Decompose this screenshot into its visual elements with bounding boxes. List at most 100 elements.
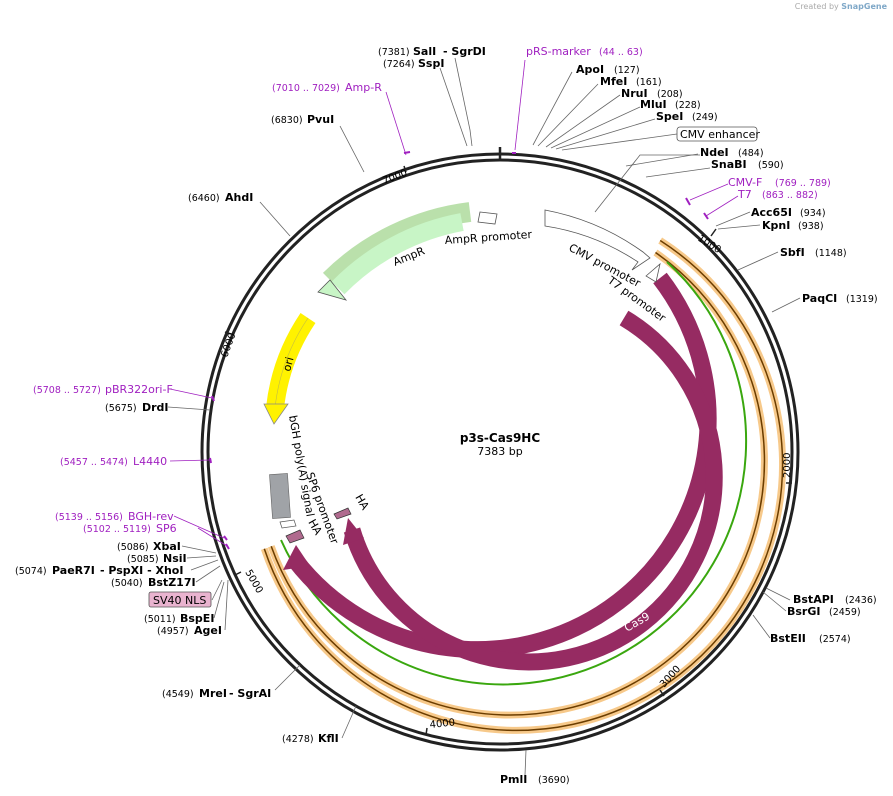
primer-cmv-f[interactable]: CMV-F xyxy=(728,176,762,189)
leader-spei xyxy=(555,118,656,150)
enzyme-pmli[interactable]: PmlI xyxy=(500,773,527,786)
primer-mark-pbr322 xyxy=(211,395,215,402)
primer-t7[interactable]: T7 xyxy=(737,188,752,201)
cmv-enhancer-box[interactable] xyxy=(676,126,758,142)
cds-line-outer xyxy=(263,239,784,732)
enzyme-ahdi[interactable]: AhdI xyxy=(225,191,253,204)
enzyme-pos-sali: (7381) xyxy=(378,47,410,58)
leader-acc65i xyxy=(715,211,751,227)
primer-range-cmv-f: (769 .. 789) xyxy=(775,178,831,189)
primer-range-sp6: (5102 .. 5119) xyxy=(83,524,151,535)
primer-range-l4440: (5457 .. 5474) xyxy=(60,457,128,468)
enzyme-pspxi-xhoi[interactable]: - PspXI - XhoI xyxy=(100,564,183,577)
leader-mfei xyxy=(537,83,599,147)
leader-cmv-enhancer xyxy=(561,133,678,151)
cas9-inner-label: Cas9 xyxy=(589,555,618,582)
bgh-polya-label: bGH poly(A) signal xyxy=(286,414,317,517)
ha-tag-2-shape xyxy=(333,507,352,520)
enzyme-sspi[interactable]: SspI xyxy=(418,57,444,70)
enzyme-paqci[interactable]: PaqCI xyxy=(802,292,837,305)
snapgene-credit: Created by SnapGene xyxy=(795,2,887,11)
leader-nsii xyxy=(186,555,217,559)
tick-2000: 2000 xyxy=(782,453,793,478)
enzyme-bstz17i[interactable]: BstZ17I xyxy=(148,576,196,589)
ampr-promoter-label: AmpR promoter xyxy=(444,228,533,247)
primer-mark-cmvf xyxy=(685,197,691,206)
enzyme-pos-drdi: (5675) xyxy=(105,403,137,414)
enzyme-acc65i[interactable]: Acc65I xyxy=(751,206,792,219)
leader-snabi xyxy=(645,167,711,178)
sp6-promoter-shape xyxy=(279,519,297,529)
primer-l4440[interactable]: L4440 xyxy=(133,455,167,468)
ori-arrowhead xyxy=(263,403,289,425)
enzyme-pos-sspi: (7264) xyxy=(383,59,415,70)
enzyme-sbfi[interactable]: SbfI xyxy=(780,246,805,259)
leader-mlui xyxy=(550,106,641,149)
leader-paer7i xyxy=(190,559,219,571)
enzyme-pos-bsteii: (2574) xyxy=(819,634,851,645)
leader-sali xyxy=(454,57,473,147)
cmv-promoter-arrow xyxy=(544,209,651,271)
enzyme-mfei[interactable]: MfeI xyxy=(600,75,627,88)
enzyme-sgrdi[interactable]: - SgrDI xyxy=(443,45,486,58)
enzyme-pos-paqci: (1319) xyxy=(846,294,878,305)
enzyme-sgrai[interactable]: - SgrAI xyxy=(229,687,271,700)
primer-prs-marker[interactable]: pRS-marker xyxy=(526,45,591,58)
primer-range-pbr322ori-f: (5708 .. 5727) xyxy=(33,385,101,396)
enzyme-paer7i[interactable]: PaeR7I xyxy=(52,564,95,577)
enzyme-snabi[interactable]: SnaBI xyxy=(711,158,747,171)
enzyme-kpni[interactable]: KpnI xyxy=(762,219,790,232)
enzyme-kfli[interactable]: KflI xyxy=(318,732,339,745)
enzyme-bsteii[interactable]: BstEII xyxy=(770,632,806,645)
enzyme-mrei[interactable]: MreI xyxy=(199,687,227,700)
tick-mark-6000 xyxy=(224,331,232,335)
primer-bgh-rev[interactable]: BGH-rev xyxy=(128,510,174,523)
leader-ampr-primer xyxy=(385,91,407,156)
enzyme-mlui[interactable]: MluI xyxy=(640,98,667,111)
tick-mark-5000 xyxy=(234,571,242,576)
leader-sspi xyxy=(439,67,468,147)
primer-mark-bgh xyxy=(223,535,228,541)
primer-sp6[interactable]: SP6 xyxy=(156,522,177,535)
cas9-outer-arrowhead xyxy=(283,545,310,570)
snapgene-brand: SnapGene xyxy=(841,2,887,11)
leader-cmvf xyxy=(689,183,729,201)
tick-mark-3000 xyxy=(659,689,665,697)
enzyme-pos-nrui: (208) xyxy=(657,89,683,100)
enzyme-pos-snabi: (590) xyxy=(758,160,784,171)
enzyme-bspei[interactable]: BspEI xyxy=(180,612,214,625)
enzyme-pos-mfei: (161) xyxy=(636,77,662,88)
enzyme-nrui[interactable]: NruI xyxy=(621,87,648,100)
leader-agei xyxy=(224,579,229,631)
enzyme-nsii[interactable]: NsiI xyxy=(163,552,187,565)
leader-paqci xyxy=(771,297,801,313)
tick-1000: 1000 xyxy=(695,233,722,256)
leader-mrei xyxy=(274,664,301,691)
tick-marks xyxy=(224,147,792,736)
enzyme-bstapi[interactable]: BstAPI xyxy=(793,593,834,606)
enzyme-xbai[interactable]: XbaI xyxy=(153,540,181,553)
leader-bsteii xyxy=(752,614,771,639)
leader-xbai xyxy=(181,545,217,554)
ha-tag-1-shape xyxy=(285,529,305,544)
leader-ndei xyxy=(625,153,699,167)
leader-cmv-region xyxy=(594,154,700,213)
enzyme-ndei[interactable]: NdeI xyxy=(700,146,729,159)
primer-pbr322ori-f[interactable]: pBR322ori-F xyxy=(105,383,173,396)
enzyme-drdi[interactable]: DrdI xyxy=(142,401,169,414)
enzyme-sali[interactable]: SalI xyxy=(413,45,436,58)
primer-amp-r[interactable]: Amp-R xyxy=(345,81,382,94)
primer-range-prs-marker: (44 .. 63) xyxy=(599,47,643,58)
enzyme-agei[interactable]: AgeI xyxy=(194,624,222,637)
leader-bstz17i xyxy=(195,565,221,583)
enzyme-bsrgi[interactable]: BsrGI xyxy=(787,605,820,618)
leader-t7 xyxy=(705,195,739,217)
leader-apoi xyxy=(532,71,573,146)
enzyme-apoi[interactable]: ApoI xyxy=(576,63,604,76)
primer-range-t7: (863 .. 882) xyxy=(762,190,818,201)
enzyme-spei[interactable]: SpeI xyxy=(656,110,683,123)
leader-pbr322 xyxy=(169,388,213,399)
enzyme-pos-ndei: (484) xyxy=(738,148,764,159)
sv40-nls-box[interactable] xyxy=(148,591,212,608)
enzyme-pvui[interactable]: PvuI xyxy=(307,113,334,126)
